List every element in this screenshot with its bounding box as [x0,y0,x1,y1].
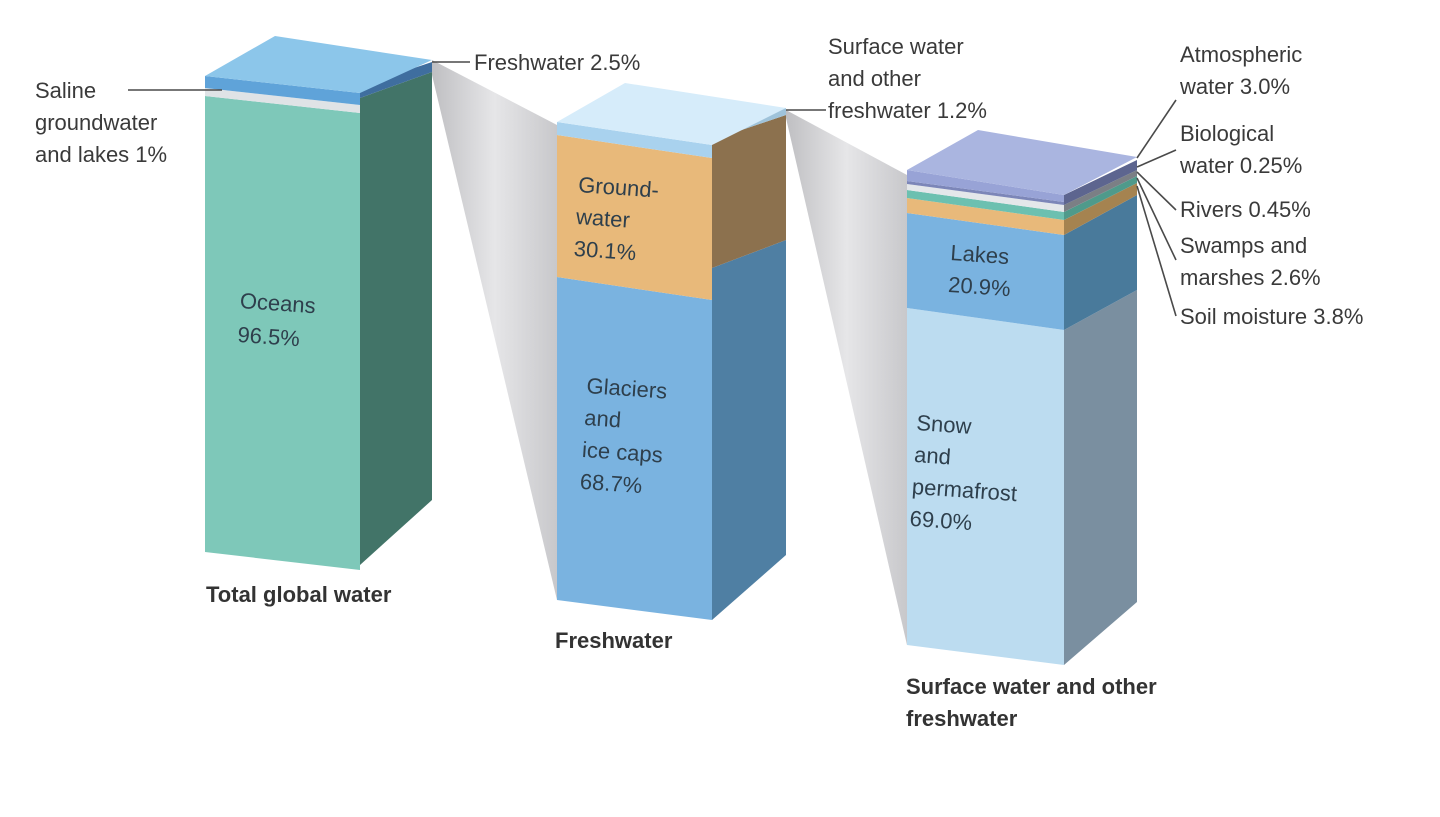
label-surface-water-share: Surface water and other freshwater 1.2% [828,34,987,123]
leader-lines [128,61,1177,317]
segment-oceans [205,96,360,570]
segment-soil-moisture [907,198,1064,235]
connector-freshwater-funnel [432,60,557,600]
connector-surface-funnel [786,110,907,645]
segment-biological [907,181,1064,205]
segment-glaciers [557,277,712,620]
segment-lakes [907,213,1064,330]
label-soil-moisture: Soil moisture 3.8% [1180,304,1363,329]
title-freshwater: Freshwater [555,628,673,653]
segment-groundwater [557,135,712,300]
label-saline: Saline groundwater and lakes 1% [35,78,167,167]
segment-swamps [907,190,1064,220]
segment-saline-groundwater [205,88,360,113]
label-groundwater: Ground- water 30.1% [572,172,666,267]
label-glaciers: Glaciers and ice caps 68.7% [579,373,674,500]
label-swamps: Swamps and marshes 2.6% [1180,233,1321,290]
column-freshwater [557,83,786,620]
label-freshwater-share: Freshwater 2.5% [474,50,640,75]
label-biological: Biological water 0.25% [1179,121,1302,178]
segment-freshwater [205,76,360,105]
label-lakes: Lakes 20.9% [947,240,1016,301]
label-atmospheric: Atmospheric water 3.0% [1179,42,1308,99]
title-surface-water: Surface water and other freshwater [906,674,1163,731]
title-total-global-water: Total global water [206,582,392,607]
label-oceans: Oceans 96.5% [237,288,323,353]
column-surface-water [907,130,1137,665]
column-total-global-water [205,36,432,570]
segment-atmospheric [907,170,1064,202]
label-rivers: Rivers 0.45% [1180,197,1311,222]
segment-rivers [907,184,1064,212]
segment-surface-water [557,122,712,158]
segment-snow-permafrost [907,308,1064,665]
